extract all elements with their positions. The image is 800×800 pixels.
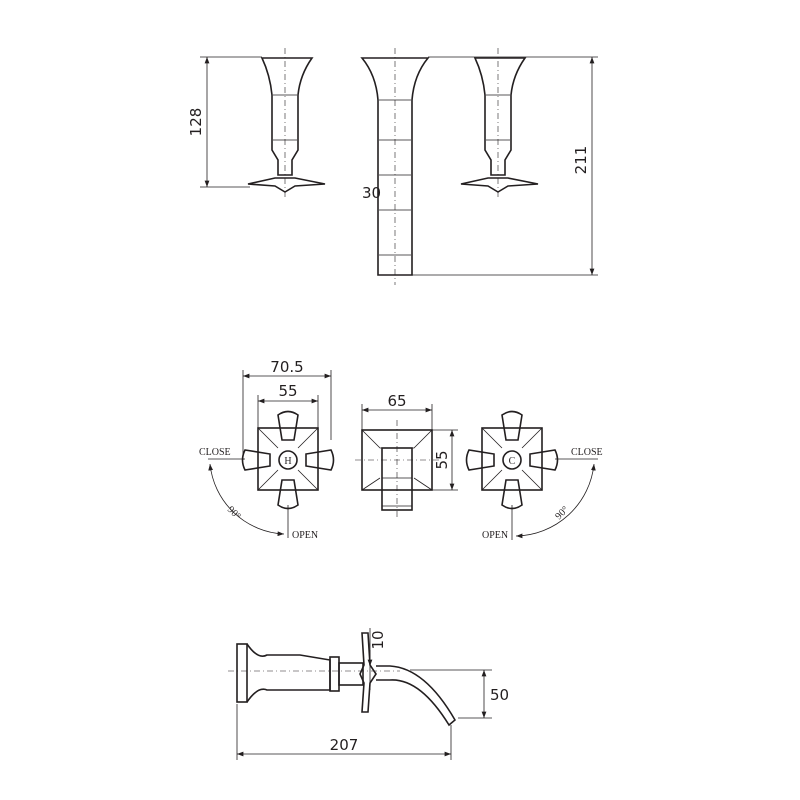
angle-label-left: 90°: [225, 504, 243, 522]
dim-30-label: 30: [362, 184, 381, 202]
dim-10-label: 10: [369, 630, 387, 649]
dimension-128: 128: [187, 56, 262, 188]
handle-mark-c: C: [509, 456, 516, 467]
open-label-right: OPEN: [482, 530, 508, 541]
top-view-spout: [360, 48, 430, 285]
handle-mark-h: H: [284, 456, 291, 467]
side-view-spout: 10 50 207: [228, 628, 509, 760]
dim-211-label: 211: [572, 146, 590, 175]
dim-128-label: 128: [187, 108, 205, 137]
top-view-right-valve: [460, 48, 539, 200]
front-left-handle: H 70.5 55 CLOSE OPEN 90°: [199, 358, 335, 541]
open-label-left: OPEN: [292, 530, 318, 541]
dimension-211: 211: [412, 56, 598, 276]
front-right-handle: C CLOSE OPEN 90°: [465, 410, 603, 541]
dim-55-height-label: 55: [433, 450, 451, 469]
dim-55-width-label: 55: [278, 382, 297, 400]
top-view-left-valve: [247, 48, 326, 200]
dim-50-label: 50: [490, 686, 509, 704]
close-label-left: CLOSE: [199, 447, 231, 458]
dim-65-label: 65: [387, 392, 406, 410]
dim-207-label: 207: [330, 736, 359, 754]
close-label-right: CLOSE: [571, 447, 603, 458]
front-spout-plate: 65 55: [355, 392, 458, 518]
angle-label-right: 90°: [553, 504, 571, 522]
dim-70-5-label: 70.5: [270, 358, 303, 376]
